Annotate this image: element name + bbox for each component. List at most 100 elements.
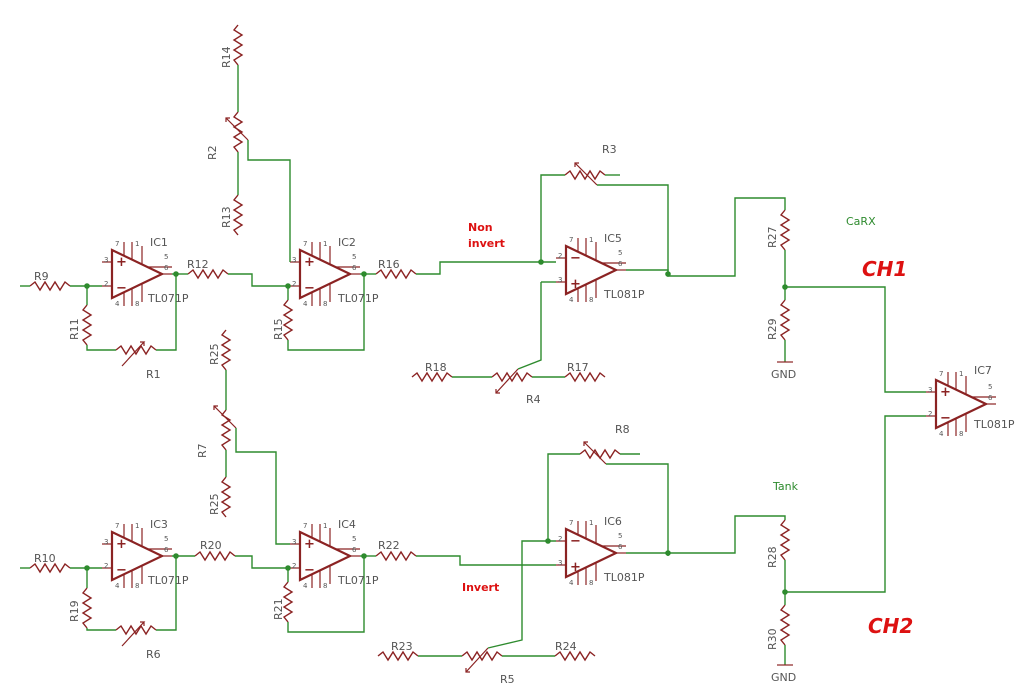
- svg-text:R18: R18: [425, 361, 447, 374]
- svg-text:7: 7: [303, 240, 307, 248]
- svg-text:−: −: [304, 563, 315, 578]
- svg-text:1: 1: [589, 236, 593, 244]
- svg-text:−: −: [116, 281, 127, 296]
- svg-text:IC3: IC3: [150, 518, 168, 531]
- ch2-label: CH2: [868, 614, 913, 638]
- annotations: Non invert Invert CaRX Tank CH1 CH2: [462, 215, 913, 638]
- svg-text:R17: R17: [567, 361, 589, 374]
- svg-text:6: 6: [164, 546, 169, 554]
- potentiometers: [115, 111, 621, 673]
- svg-text:+: +: [116, 537, 127, 552]
- svg-text:1: 1: [323, 522, 327, 530]
- svg-text:1: 1: [959, 370, 963, 378]
- svg-text:R20: R20: [200, 539, 222, 552]
- svg-text:4: 4: [303, 300, 308, 308]
- svg-text:−: −: [116, 563, 127, 578]
- svg-text:4: 4: [569, 296, 574, 304]
- svg-text:R5: R5: [500, 673, 515, 686]
- svg-text:TL071P: TL071P: [147, 292, 189, 305]
- svg-text:R23: R23: [391, 640, 413, 653]
- svg-text:5: 5: [164, 535, 168, 543]
- svg-text:TL081P: TL081P: [603, 571, 645, 584]
- svg-text:R13: R13: [220, 206, 233, 228]
- svg-text:3: 3: [104, 538, 108, 546]
- svg-text:R25: R25: [208, 493, 221, 515]
- svg-text:R11: R11: [68, 318, 81, 340]
- svg-text:3: 3: [292, 538, 296, 546]
- svg-text:+: +: [940, 385, 951, 400]
- svg-text:3: 3: [292, 256, 296, 264]
- non-invert-label-2: invert: [468, 237, 505, 250]
- svg-text:6: 6: [164, 264, 169, 272]
- svg-text:4: 4: [569, 579, 574, 587]
- svg-text:IC6: IC6: [604, 515, 622, 528]
- svg-text:2: 2: [558, 252, 562, 260]
- svg-text:−: −: [304, 281, 315, 296]
- svg-text:1: 1: [589, 519, 593, 527]
- svg-text:R24: R24: [555, 640, 577, 653]
- svg-text:4: 4: [303, 582, 308, 590]
- svg-text:1: 1: [135, 522, 139, 530]
- svg-text:7: 7: [939, 370, 943, 378]
- svg-text:TL071P: TL071P: [337, 574, 379, 587]
- carx-label: CaRX: [846, 215, 876, 228]
- svg-text:+: +: [570, 277, 581, 292]
- svg-text:R19: R19: [68, 600, 81, 622]
- svg-text:6: 6: [618, 543, 623, 551]
- svg-text:8: 8: [589, 579, 593, 587]
- svg-text:5: 5: [618, 249, 622, 257]
- svg-text:R7: R7: [196, 443, 209, 458]
- svg-text:2: 2: [928, 410, 932, 418]
- svg-text:8: 8: [323, 582, 327, 590]
- svg-text:8: 8: [589, 296, 593, 304]
- svg-text:−: −: [570, 251, 581, 266]
- svg-text:IC5: IC5: [604, 232, 622, 245]
- svg-text:IC7: IC7: [974, 364, 992, 377]
- svg-text:5: 5: [618, 532, 622, 540]
- non-invert-label: Non: [468, 221, 493, 234]
- tank-label: Tank: [772, 480, 799, 493]
- svg-text:4: 4: [115, 300, 120, 308]
- svg-text:R21: R21: [272, 598, 285, 620]
- svg-text:IC4: IC4: [338, 518, 356, 531]
- svg-text:6: 6: [618, 260, 623, 268]
- svg-text:7: 7: [569, 236, 573, 244]
- svg-text:2: 2: [292, 280, 296, 288]
- svg-text:+: +: [570, 560, 581, 575]
- svg-text:R16: R16: [378, 258, 400, 271]
- svg-text:R29: R29: [766, 318, 779, 340]
- svg-text:8: 8: [135, 582, 139, 590]
- svg-text:6: 6: [988, 394, 993, 402]
- svg-text:6: 6: [352, 264, 357, 272]
- svg-text:GND: GND: [771, 671, 796, 684]
- component-labels: R9 R11 R1 R12 R10 R19 R6 R20 R14 R2 R13 …: [34, 46, 1015, 686]
- svg-text:TL081P: TL081P: [603, 288, 645, 301]
- svg-text:R28: R28: [766, 546, 779, 568]
- svg-text:R10: R10: [34, 552, 56, 565]
- wires: [20, 65, 926, 665]
- svg-text:TL081P: TL081P: [973, 418, 1015, 431]
- svg-text:4: 4: [115, 582, 120, 590]
- svg-text:+: +: [304, 255, 315, 270]
- svg-text:R8: R8: [615, 423, 630, 436]
- svg-text:R2: R2: [206, 145, 219, 160]
- svg-text:7: 7: [303, 522, 307, 530]
- svg-text:3: 3: [558, 276, 562, 284]
- svg-text:3: 3: [558, 559, 562, 567]
- svg-text:8: 8: [323, 300, 327, 308]
- svg-text:TL071P: TL071P: [337, 292, 379, 305]
- invert-label: Invert: [462, 581, 499, 594]
- svg-text:5: 5: [164, 253, 168, 261]
- svg-text:R3: R3: [602, 143, 617, 156]
- svg-text:7: 7: [569, 519, 573, 527]
- svg-text:R22: R22: [378, 539, 400, 552]
- svg-text:R9: R9: [34, 270, 49, 283]
- svg-text:8: 8: [135, 300, 139, 308]
- svg-text:IC1: IC1: [150, 236, 168, 249]
- svg-text:5: 5: [352, 253, 356, 261]
- svg-text:IC2: IC2: [338, 236, 356, 249]
- svg-text:−: −: [570, 534, 581, 549]
- svg-text:R27: R27: [766, 226, 779, 248]
- svg-text:3: 3: [928, 386, 932, 394]
